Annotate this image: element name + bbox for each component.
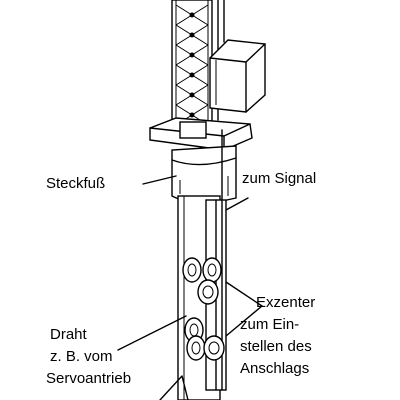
eccentric-lower: [184, 317, 225, 361]
mounting-plate: [149, 117, 253, 151]
label-draht-line-1: Draht: [50, 326, 87, 343]
label-exzenter-line-4: Anschlags: [240, 360, 310, 377]
mast-side-box: [209, 39, 266, 113]
signal-mast: [171, 0, 213, 126]
label-steckfuss: Steckfuß: [46, 175, 106, 192]
label-draht-line-3: Servoantrieb: [46, 370, 132, 387]
label-zum-signal: zum Signal: [242, 170, 317, 187]
servo-wire: [159, 375, 189, 400]
plug-foot: [171, 145, 237, 204]
leader-lines: [117, 175, 263, 351]
label-exzenter-line-3: stellen des: [240, 338, 312, 355]
label-exzenter-line-2: zum Ein-: [240, 316, 300, 333]
label-exzenter-line-1: Exzenter: [256, 294, 316, 311]
eccentric-upper: [182, 257, 222, 305]
label-draht-line-2: z. B. vom: [50, 348, 113, 365]
